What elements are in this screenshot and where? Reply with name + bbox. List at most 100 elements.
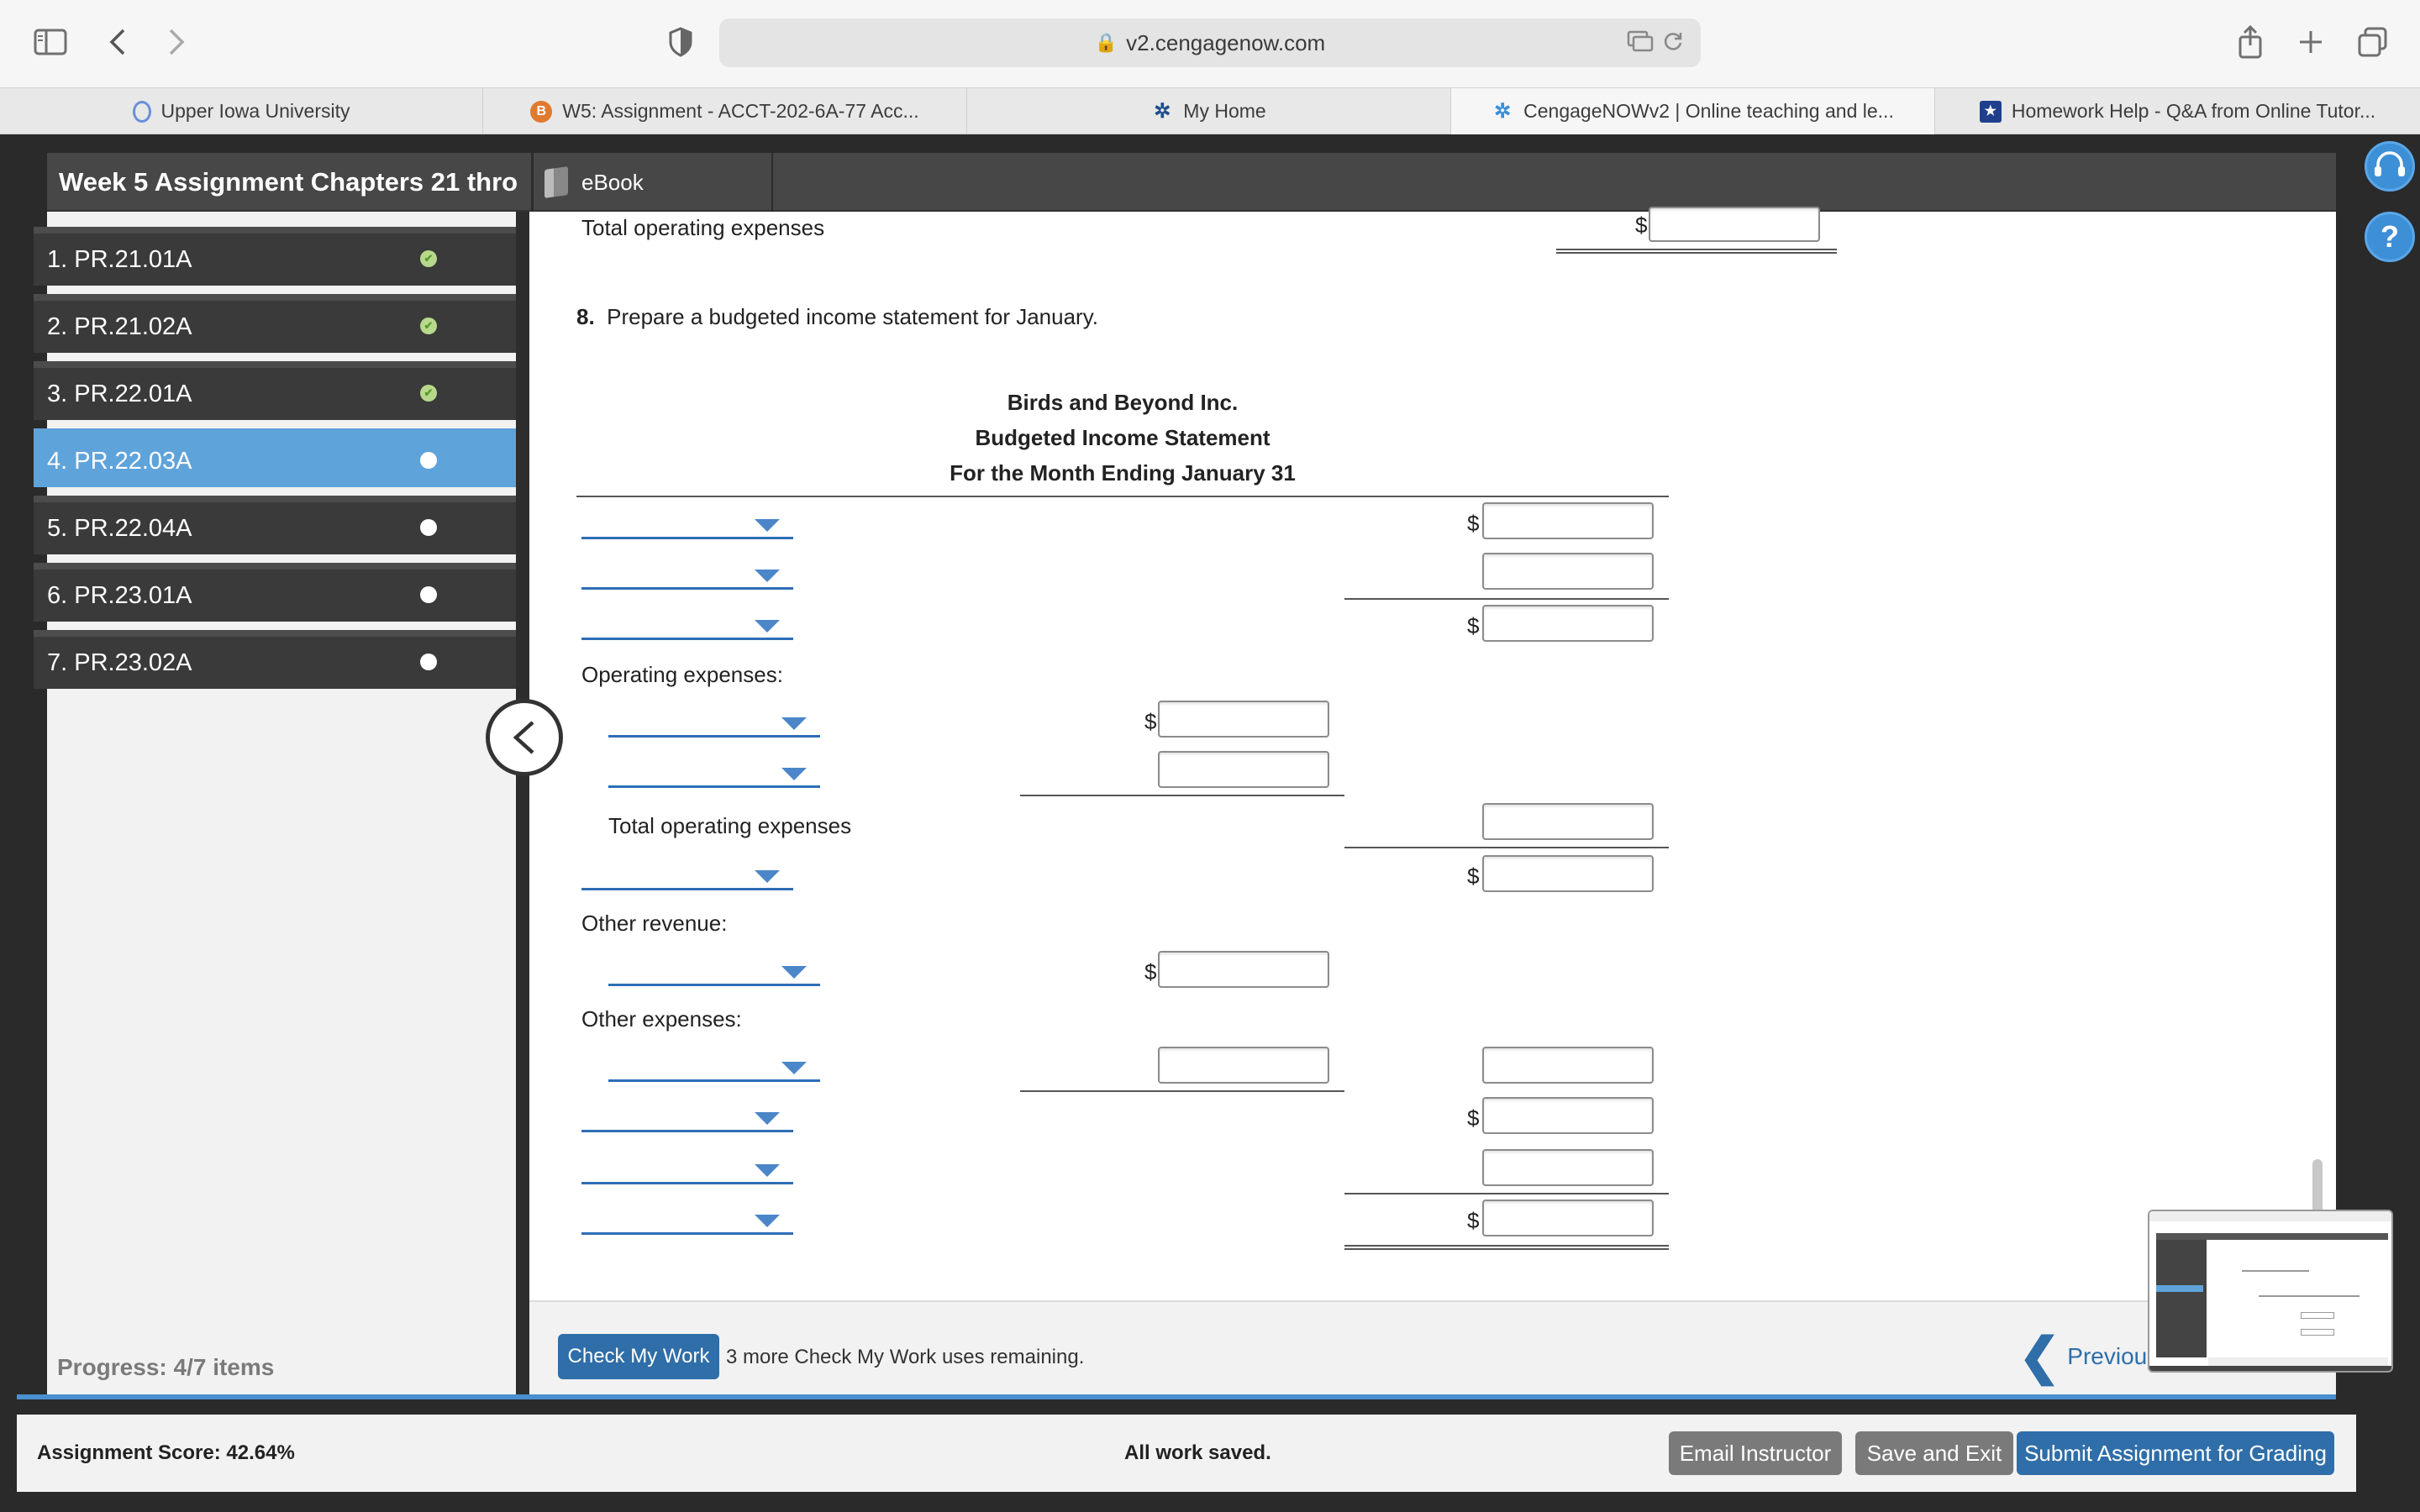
tab-cengagenow[interactable]: ✲ CengageNOWv2 | Online teaching and le.…: [1451, 88, 1935, 134]
sidebar-item-3[interactable]: 3. PR.22.01A ✔: [34, 361, 516, 420]
new-tab-icon[interactable]: [2291, 22, 2331, 62]
top-total-label: Total operating expenses: [581, 215, 825, 240]
email-instructor-button[interactable]: Email Instructor: [1669, 1431, 1842, 1475]
statement-title: Budgeted Income Statement: [975, 425, 1270, 450]
tab-upper-iowa[interactable]: Upper Iowa University: [0, 88, 483, 134]
amount-input[interactable]: [1158, 701, 1329, 738]
amount-input[interactable]: [1482, 502, 1654, 539]
share-icon[interactable]: [2230, 22, 2270, 62]
reader-icon[interactable]: [1627, 30, 1654, 58]
amount-input[interactable]: [1482, 1149, 1654, 1186]
ebook-label: eBook: [581, 169, 644, 195]
amount-input[interactable]: [1482, 855, 1654, 892]
revenue-dropdown[interactable]: [608, 961, 820, 986]
amount-input[interactable]: [1482, 803, 1654, 840]
browser-toolbar: 🔒 v2.cengagenow.com: [0, 0, 2420, 87]
amount-input[interactable]: [1482, 1047, 1654, 1084]
submit-assignment-button[interactable]: Submit Assignment for Grading: [2017, 1431, 2334, 1475]
save-and-exit-button[interactable]: Save and Exit: [1855, 1431, 2013, 1475]
account-dropdown[interactable]: [581, 1107, 793, 1132]
tab-homework-help[interactable]: ★ Homework Help - Q&A from Online Tutor.…: [1935, 88, 2420, 134]
account-dropdown[interactable]: [581, 865, 793, 890]
amount-input[interactable]: [1158, 1047, 1329, 1084]
sidebar-item-label: 7. PR.23.02A: [47, 648, 192, 676]
sidebar-item-4[interactable]: 4. PR.22.03A: [34, 428, 516, 487]
sidebar-item-6[interactable]: 6. PR.23.01A: [34, 563, 516, 622]
tab-my-home[interactable]: ✲ My Home: [967, 88, 1451, 134]
check-icon: ✔: [420, 250, 437, 267]
address-bar[interactable]: 🔒 v2.cengagenow.com: [719, 18, 1701, 67]
question-number: 8.: [576, 304, 595, 329]
top-total-input[interactable]: [1649, 207, 1820, 242]
account-dropdown[interactable]: [581, 615, 793, 640]
dropdown-arrow-icon: [755, 519, 780, 532]
tab-label: Upper Iowa University: [160, 100, 350, 122]
screenshot-thumbnail[interactable]: [2148, 1210, 2393, 1373]
other-revenue-label: Other revenue:: [581, 911, 728, 936]
account-dropdown[interactable]: [581, 564, 793, 590]
sidebar-item-label: 2. PR.21.02A: [47, 312, 192, 340]
amount-input[interactable]: [1482, 605, 1654, 642]
question-content: [529, 212, 2336, 1300]
sidebar-item-7[interactable]: 7. PR.23.02A: [34, 630, 516, 689]
dollar-sign: $: [1144, 709, 1157, 734]
help-question-icon[interactable]: ?: [2365, 212, 2415, 262]
b-icon: B: [530, 100, 553, 123]
support-headset-icon[interactable]: [2365, 141, 2415, 192]
reload-icon[interactable]: [1662, 30, 1684, 58]
amount-input[interactable]: [1158, 951, 1329, 988]
open-circle-icon: [420, 654, 437, 670]
dropdown-arrow-icon: [755, 570, 780, 582]
previous-button[interactable]: ❮ Previous: [2018, 1331, 2160, 1382]
expense-dropdown[interactable]: [608, 763, 820, 788]
double-underline: [1556, 249, 1837, 254]
back-icon[interactable]: [97, 22, 138, 62]
assignment-score: Assignment Score: 42.64%: [37, 1441, 295, 1464]
subtotal-rule: [1020, 1090, 1344, 1092]
chegg-star-icon: ★: [1979, 100, 2002, 123]
expense-dropdown[interactable]: [608, 1057, 820, 1082]
ebook-button[interactable]: eBook: [544, 153, 773, 212]
tab-overview-icon[interactable]: [2353, 22, 2393, 62]
sidebar-item-1[interactable]: 1. PR.21.01A ✔: [34, 227, 516, 286]
amount-input[interactable]: [1482, 553, 1654, 590]
tab-bar: Upper Iowa University B W5: Assignment -…: [0, 87, 2420, 134]
dropdown-arrow-icon: [781, 966, 807, 979]
amount-input[interactable]: [1158, 751, 1329, 788]
open-circle-icon: [420, 452, 437, 469]
sidebar-item-label: 5. PR.22.04A: [47, 514, 192, 542]
sidebar-item-5[interactable]: 5. PR.22.04A: [34, 496, 516, 554]
dropdown-arrow-icon: [781, 1062, 807, 1074]
previous-label: Previous: [2067, 1343, 2160, 1369]
operating-expenses-label: Operating expenses:: [581, 662, 783, 687]
privacy-shield-icon[interactable]: [660, 22, 701, 62]
check-my-work-button[interactable]: Check My Work: [558, 1334, 719, 1379]
amount-input[interactable]: [1482, 1097, 1654, 1134]
check-icon: ✔: [420, 318, 437, 334]
sidebar-item-2[interactable]: 2. PR.21.02A ✔: [34, 294, 516, 353]
sidebar-item-label: 4. PR.22.03A: [47, 447, 192, 475]
subtotal-rule: [1344, 1193, 1669, 1194]
assignment-header: Week 5 Assignment Chapters 21 thro eBook: [47, 153, 2336, 212]
dropdown-arrow-icon: [755, 1112, 780, 1125]
save-status: All work saved.: [1124, 1441, 1271, 1464]
amount-input[interactable]: [1482, 1200, 1654, 1236]
sidebar-toggle-icon[interactable]: [30, 22, 71, 62]
account-dropdown[interactable]: [581, 1159, 793, 1184]
dollar-sign: $: [1467, 1105, 1480, 1131]
sidebar-item-label: 1. PR.21.01A: [47, 245, 192, 273]
dropdown-arrow-icon: [755, 870, 780, 883]
forward-icon[interactable]: [156, 22, 197, 62]
chevron-left-icon: [513, 721, 534, 754]
sidebar-divider: [516, 212, 529, 1394]
question-8: 8. Prepare a budgeted income statement f…: [576, 304, 1098, 330]
collapse-sidebar-button[interactable]: [486, 699, 563, 776]
account-dropdown[interactable]: [581, 514, 793, 539]
sidebar-item-label: 3. PR.22.01A: [47, 380, 192, 407]
partial-check-icon: ✔: [420, 385, 437, 402]
double-underline: [1344, 1245, 1669, 1250]
open-circle-icon: [420, 586, 437, 603]
tab-w5-assignment[interactable]: B W5: Assignment - ACCT-202-6A-77 Acc...: [483, 88, 967, 134]
account-dropdown[interactable]: [581, 1210, 793, 1235]
expense-dropdown[interactable]: [608, 712, 820, 738]
